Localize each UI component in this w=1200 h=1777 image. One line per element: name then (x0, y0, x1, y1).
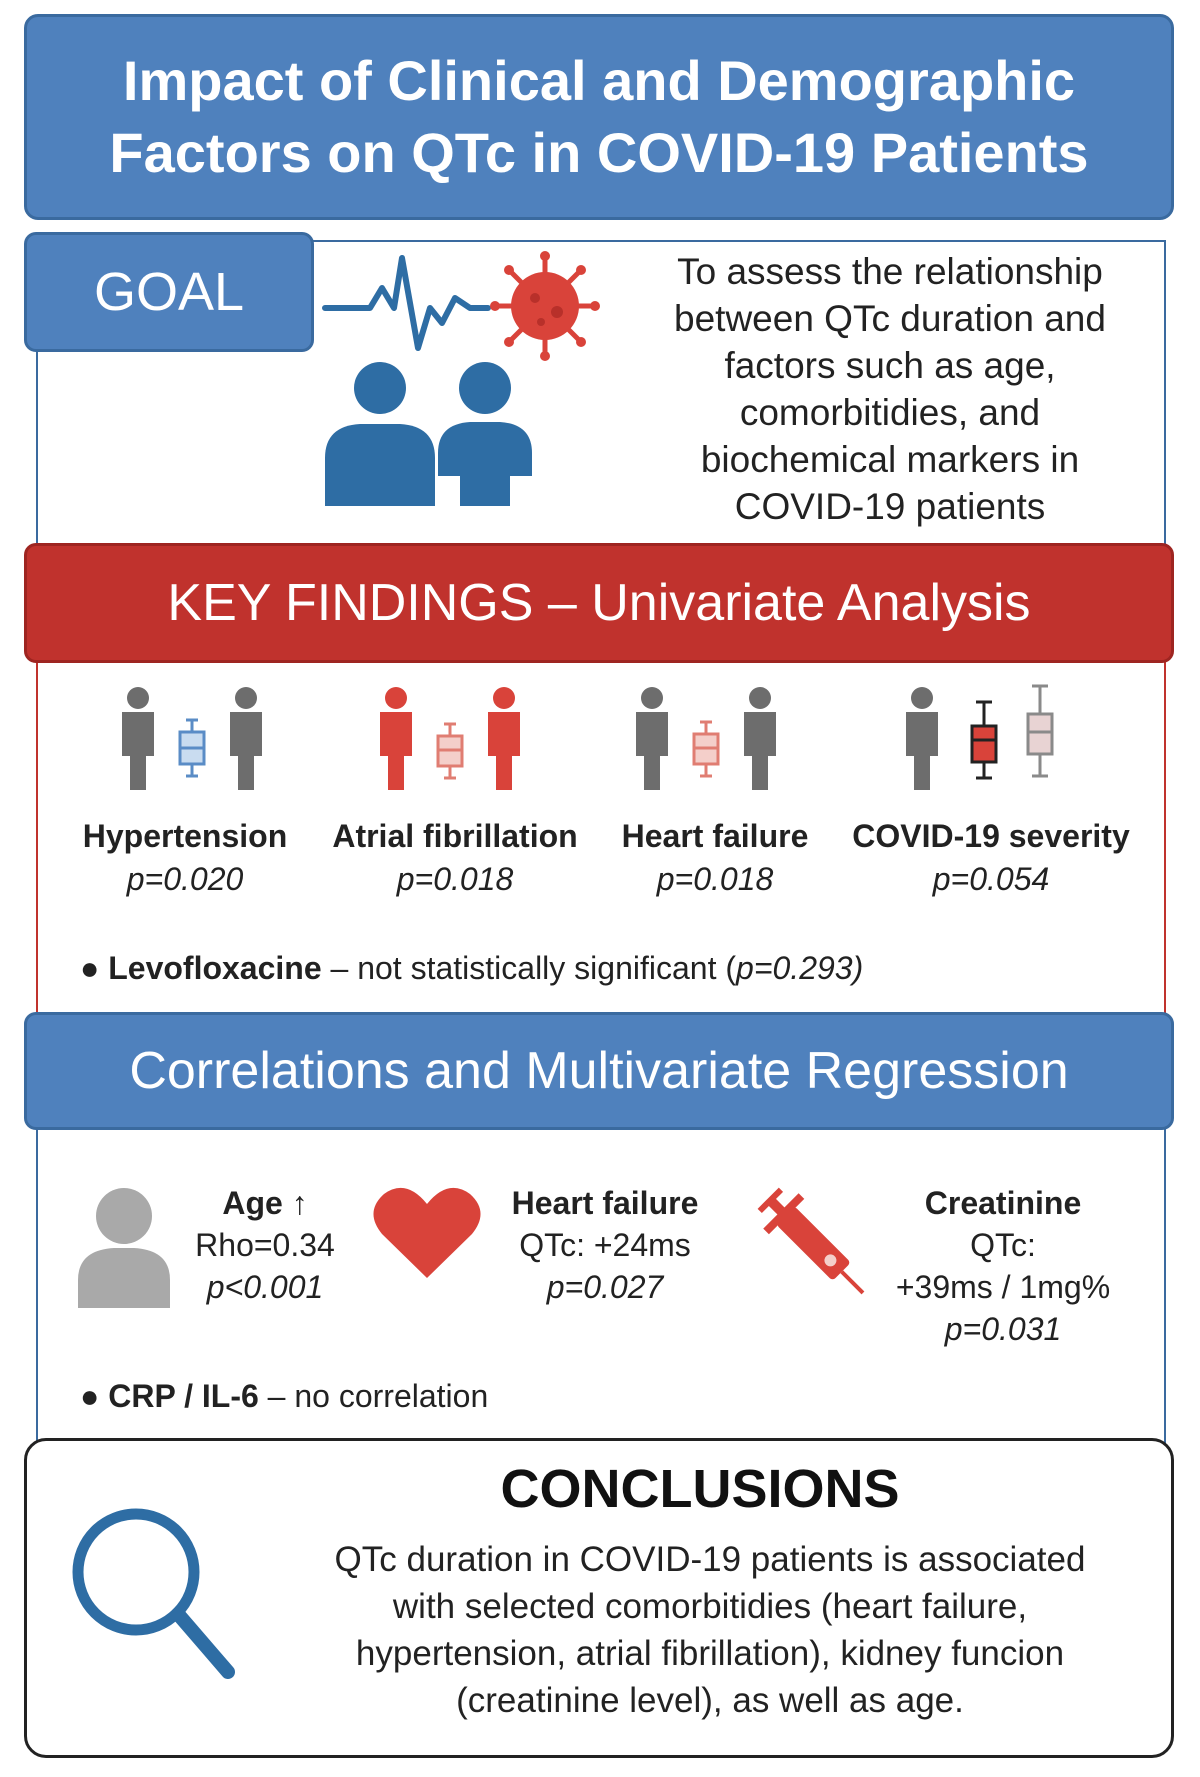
person-icon (488, 687, 520, 790)
crp-note: ● CRP / IL-6 – no correlation (80, 1378, 488, 1415)
heart-failure-title: Heart failure (511, 1185, 699, 1221)
boxplot-icon (436, 722, 464, 780)
goal-text: To assess the relationship between QTc d… (650, 248, 1130, 530)
factor-icons (122, 684, 1054, 790)
heart-failure-qtc: QTc: +24ms (519, 1227, 691, 1263)
conclusions-text: QTc duration in COVID-19 patients is ass… (270, 1536, 1150, 1724)
note-text: – no correlation (258, 1378, 489, 1414)
person-icon (230, 687, 262, 790)
note-bold: Levofloxacine (108, 950, 322, 986)
factor-name: COVID-19 severity (852, 818, 1130, 854)
conclusions-line: with selected comorbitidies (heart failu… (392, 1587, 1028, 1626)
creatinine-p-value: p=0.031 (944, 1311, 1062, 1347)
person-icon (906, 687, 938, 790)
note-text: – not statistically significant ( (321, 950, 737, 986)
factor-p-value: p=0.054 (932, 861, 1050, 897)
person-icon (122, 687, 154, 790)
creatinine-stat: Creatinine QTc: +39ms / 1mg% p=0.031 (878, 1182, 1128, 1350)
factor-p-value: p=0.018 (656, 861, 774, 897)
goal-text-line: biochemical markers in (700, 439, 1080, 480)
key-findings-frame (36, 662, 1166, 1022)
age-stat: Age ↑ Rho=0.34 p<0.001 (180, 1182, 350, 1308)
syringe-icon (757, 1187, 865, 1295)
people-icon (325, 362, 532, 506)
boxplot-icon (970, 700, 998, 780)
goal-frame (36, 240, 1166, 550)
creatinine-qtc-value: +39ms / 1mg% (895, 1269, 1111, 1305)
conclusions-title: CONCLUSIONS (500, 1459, 900, 1519)
levofloxacine-note: ● Levofloxacine – not statistically sign… (80, 950, 863, 987)
goal-text-line: To assess the relationship (677, 251, 1103, 292)
magnifier-icon (72, 1508, 235, 1679)
page-title: Impact of Clinical and Demographic Facto… (24, 14, 1174, 220)
note-p-value: p=0.293) (736, 950, 864, 986)
conclusions-line: hypertension, atrial fibrillation), kidn… (355, 1634, 1065, 1673)
key-findings-title: KEY FINDINGS – Univariate Analysis (24, 543, 1174, 663)
boxplot-icon (1026, 684, 1054, 778)
goal-illustration (322, 251, 600, 506)
person-icon (78, 1188, 170, 1308)
heart-failure-stat: Heart failure QTc: +24ms p=0.027 (490, 1182, 720, 1308)
factor-p-value: p=0.020 (126, 861, 244, 897)
boxplot-icon (692, 720, 720, 778)
conclusions-line: QTc duration in COVID-19 patients is ass… (334, 1540, 1086, 1579)
creatinine-qtc-label: QTc: (970, 1227, 1036, 1263)
creatinine-title: Creatinine (924, 1185, 1082, 1221)
virus-icon (490, 251, 600, 361)
conclusions-box (24, 1438, 1174, 1758)
goal-label: GOAL (24, 232, 314, 352)
correlations-title: Correlations and Multivariate Regression (24, 1012, 1174, 1130)
factor-name: Atrial fibrillation (332, 818, 578, 854)
factor-name: Hypertension (82, 818, 288, 854)
ecg-icon (322, 255, 491, 351)
person-icon (744, 687, 776, 790)
person-icon (380, 687, 412, 790)
bullet: ● (80, 1378, 109, 1414)
age-p-value: p<0.001 (206, 1269, 324, 1305)
title-line-1: Impact of Clinical and Demographic (122, 49, 1076, 112)
factor-hypertension: Hypertension p=0.020 (70, 818, 300, 898)
note-bold: CRP / IL-6 (108, 1378, 259, 1414)
bullet: ● (80, 950, 109, 986)
goal-text-line: between QTc duration and (674, 298, 1106, 339)
factor-name: Heart failure (621, 818, 809, 854)
age-title: Age ↑ (222, 1185, 308, 1221)
heart-icon (373, 1187, 481, 1278)
heart-failure-p-value: p=0.027 (546, 1269, 664, 1305)
age-rho: Rho=0.34 (195, 1227, 335, 1263)
correlations-frame (36, 1128, 1166, 1448)
goal-text-line: comorbitidies, and (739, 392, 1041, 433)
title-line-2: Factors on QTc in COVID-19 Patients (109, 121, 1089, 184)
factor-p-value: p=0.018 (396, 861, 514, 897)
goal-text-line: COVID-19 patients (734, 486, 1046, 527)
boxplot-icon (178, 718, 206, 778)
goal-text-line: factors such as age, (724, 345, 1056, 386)
factor-covid-severity: COVID-19 severity p=0.054 (838, 818, 1144, 898)
factor-atrial-fibrillation: Atrial fibrillation p=0.018 (315, 818, 595, 898)
person-icon (636, 687, 668, 790)
factor-heart-failure: Heart failure p=0.018 (605, 818, 825, 898)
conclusions-line: (creatinine level), as well as age. (456, 1681, 964, 1720)
